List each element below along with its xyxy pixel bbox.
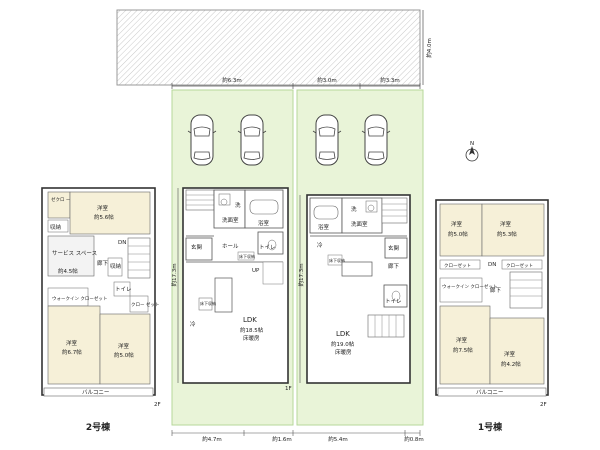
dim-top-3: 約3.3m	[380, 76, 400, 84]
u1f2-hall: 廊下	[490, 286, 502, 294]
u2f1-floor-label: 1F	[285, 386, 292, 392]
north-compass-icon: N	[465, 141, 479, 162]
stairs	[381, 197, 408, 224]
u1f2-closet1: クローゼット	[444, 262, 471, 269]
u2f2-floor-label: 2F	[154, 402, 161, 408]
u1f2-room3-size: 約7.5帖	[453, 346, 473, 354]
u2f1-sink: 洗	[235, 201, 241, 209]
u2f1-storage-under: 床下収納	[239, 253, 255, 259]
u2f1-up: UP	[252, 268, 260, 274]
u1f2-room4-size: 約4.2帖	[501, 360, 521, 368]
road-width-label: 約4.0m	[425, 38, 433, 58]
u1f2-room1: 洋室	[451, 220, 463, 228]
unit2-floor1: 洗 洗面室 浴室 玄関 ホール トイレ 床下収納 床下収納 冷 LDK 約18.…	[182, 187, 292, 392]
u1f2-floor-label: 2F	[540, 402, 547, 408]
u2f1-pantry: 床下収納	[200, 300, 216, 306]
car-icon	[237, 114, 267, 166]
stairs	[185, 189, 215, 211]
u2f2-toilet: トイレ	[115, 287, 132, 293]
u2f2-balcony: バルコニー	[82, 389, 109, 396]
car-icon	[312, 114, 342, 166]
u2f2-storage-a: 収納	[50, 223, 62, 231]
u2f1-hall: ホール	[222, 243, 239, 250]
u2f2-room2: 洋室	[66, 339, 78, 347]
u1f1-toilet: トイレ	[385, 299, 402, 305]
u2f2-service: サービス スペース	[52, 249, 97, 257]
u2f2-room3-size: 約5.0帖	[114, 351, 134, 359]
dim-top-2: 約3.0m	[317, 76, 337, 84]
u2f1-bath: 浴室	[258, 219, 270, 227]
dim-bottom-1: 約4.7m	[202, 435, 222, 443]
u1f1-ldk-size: 約19.0帖	[331, 340, 355, 348]
u1f1-ldk: LDK	[336, 330, 350, 338]
u1f1-wash: 洗面室	[351, 220, 368, 228]
u1f1-fridge: 冷	[317, 241, 323, 249]
unit1-floor2: 洋室 約5.0帖 洋室 約5.3帖 クローゼット クローゼット DN ウォークイ…	[435, 199, 549, 408]
u2f2-room2-size: 約6.7帖	[62, 348, 82, 356]
u2f2-room1: 洋室	[97, 204, 109, 212]
u2f2-service-size: 約4.5帖	[58, 267, 78, 275]
car-icon	[187, 114, 217, 166]
u1f2-room2: 洋室	[500, 220, 512, 228]
u1f1-storage-under: 床下収納	[329, 257, 345, 263]
compass-n-label: N	[470, 141, 474, 147]
u2f1-wash: 洗面室	[222, 216, 239, 224]
u1f2-room1-size: 約5.0帖	[448, 230, 468, 238]
u1f1-sink: 洗	[351, 205, 357, 213]
u2f2-closet-top: ゼクロ ー ト	[51, 196, 76, 203]
u2f2-room1-size: 約5.6帖	[94, 213, 114, 221]
road: 約4.0m	[116, 9, 433, 86]
u2f1-genkan: 玄関	[191, 243, 203, 251]
u1f2-room4: 洋室	[504, 350, 516, 358]
depth-dimensions: 約17.3m 約17.3m	[170, 188, 305, 383]
u1f1-ldk-floor: 床暖房	[335, 348, 352, 356]
u2f1-toilet: トイレ	[259, 245, 276, 251]
u1f1-hall: 廊下	[388, 262, 400, 270]
u2f2-storage-b: 収納	[110, 262, 122, 270]
top-dimensions: 約6.3m 約3.0m 約3.3m	[171, 76, 421, 89]
u2f1-ldk-size: 約18.5帖	[240, 326, 264, 334]
u1f2-balcony: バルコニー	[476, 389, 503, 396]
dim-depth-right: 約17.3m	[297, 263, 305, 286]
unit1-label: 1号棟	[478, 421, 503, 433]
bottom-dimensions: 約4.7m 約1.6m 約5.4m 約0.8m	[171, 430, 424, 443]
stairs	[367, 314, 405, 338]
car-icon	[361, 114, 391, 166]
u2f2-wic: ウォークイン クローゼット	[52, 295, 107, 302]
u2f2-room3: 洋室	[118, 342, 130, 350]
stairs	[509, 271, 543, 309]
u1f2-room2-size: 約5.3帖	[497, 230, 517, 238]
u2f2-dn: DN	[118, 240, 126, 246]
u1f2-dn: DN	[488, 262, 496, 268]
unit2-label: 2号棟	[86, 421, 111, 433]
u2f2-hall: 廊下	[97, 259, 109, 267]
stairs	[127, 237, 151, 279]
u2f1-ldk-floor: 床暖房	[243, 334, 260, 342]
dim-depth-left: 約17.3m	[170, 263, 178, 286]
dim-bottom-2: 約1.6m	[272, 435, 292, 443]
u1f2-room3: 洋室	[456, 336, 468, 344]
u1f1-bath: 浴室	[318, 223, 330, 231]
unit1-floor1: 浴室 洗 洗面室 玄関 冷 床下収納 廊下 トイレ LDK 約19.0帖 床暖房	[306, 194, 411, 384]
u1f2-wic: ウォークイン クローゼット	[442, 283, 497, 290]
unit2-floor2: ゼクロ ー ト 洋室 約5.6帖 収納 サービス スペース 約4.5帖 DN 廊…	[41, 187, 161, 408]
u2f2-closet: クロー ゼット	[131, 301, 159, 308]
u2f1-fridge: 冷	[190, 320, 196, 328]
u2f1-ldk: LDK	[243, 316, 257, 324]
dim-bottom-4: 約0.8m	[404, 435, 424, 443]
u1f2-closet2: クローゼット	[506, 262, 533, 269]
dim-bottom-3: 約5.4m	[328, 435, 348, 443]
u1f1-genkan: 玄関	[388, 244, 400, 252]
dim-top-1: 約6.3m	[222, 76, 242, 84]
